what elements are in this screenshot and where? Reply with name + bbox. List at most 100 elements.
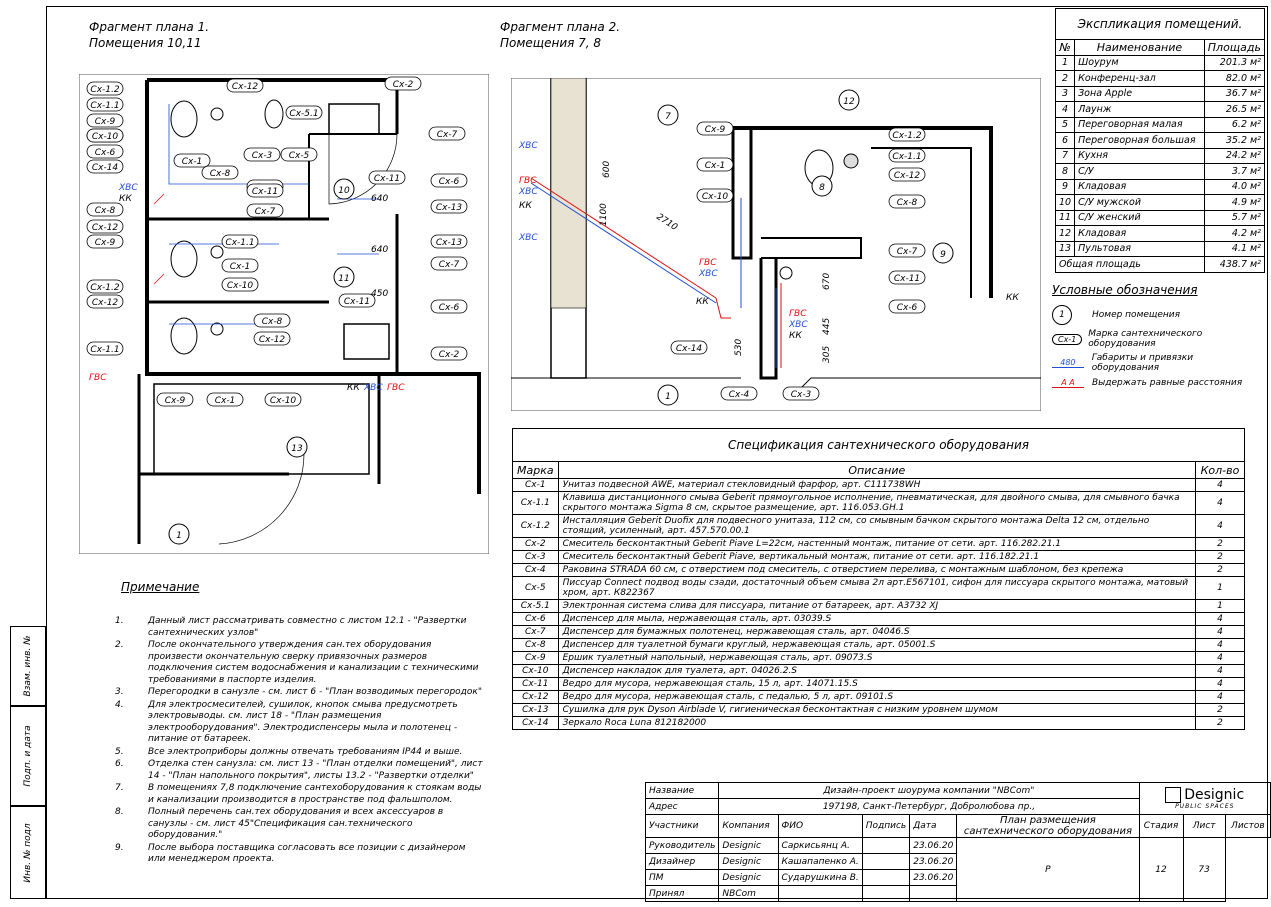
plan1-room-numbers: 10 11 13 1 <box>168 178 355 545</box>
svg-text:Сх-5: Сх-5 <box>289 151 310 161</box>
equipment-tag: Сх-11 <box>368 170 406 185</box>
equipment-tag: Сх-8 <box>201 165 239 180</box>
sheet-number: 12 <box>1138 837 1184 902</box>
svg-text:Сх-1.1: Сх-1.1 <box>90 345 119 355</box>
plan-fragment-2: ХВС ГВС ХВС КК ХВС ГВС ХВС КК ГВС ХВС КК… <box>511 78 1041 411</box>
equipment-tag: Сх-7 <box>430 256 468 271</box>
equipment-tag: Сх-11 <box>246 183 284 198</box>
svg-text:Сх-9: Сх-9 <box>165 396 186 406</box>
svg-text:Сх-6: Сх-6 <box>439 303 460 313</box>
svg-text:Сх-8: Сх-8 <box>95 206 116 216</box>
equipment-tag: Сх-10 <box>696 188 734 203</box>
equipment-tag: Сх-14 <box>670 340 708 355</box>
svg-text:Сх-2: Сх-2 <box>393 80 414 90</box>
dimension-label: 600 <box>602 161 612 178</box>
legend-dim-symbol: 480 <box>1052 358 1084 368</box>
utility-label: ХВС <box>118 183 138 193</box>
svg-text:Сх-14: Сх-14 <box>676 344 703 354</box>
svg-text:Сх-9: Сх-9 <box>95 238 116 248</box>
room-number: 1 <box>176 531 182 541</box>
svg-text:Сх-1.1: Сх-1.1 <box>90 101 119 111</box>
legend-room-text: Номер помещения <box>1092 310 1181 320</box>
equipment-tag: Сх-4 <box>720 386 758 401</box>
equipment-tag: Сх-3 <box>782 386 820 401</box>
svg-text:Сх-9: Сх-9 <box>95 117 116 127</box>
svg-text:Сх-14: Сх-14 <box>92 163 119 173</box>
svg-text:Сх-7: Сх-7 <box>897 247 918 257</box>
equipment-tag: Сх-1 <box>206 392 244 407</box>
room-number: 8 <box>819 183 825 193</box>
svg-text:Сх-1.2: Сх-1.2 <box>90 283 119 293</box>
notes: Примечание 1.Данный лист рассматривать с… <box>115 580 485 867</box>
svg-text:ГВС: ГВС <box>789 309 807 319</box>
equipment-tag: Сх-9 <box>86 234 124 249</box>
equipment-tag: Сх-1.2 <box>86 279 124 294</box>
equipment-tag: Сх-1.1 <box>888 148 926 163</box>
fragment-1-title: Фрагмент плана 1. Помещения 10,11 <box>89 20 210 50</box>
room-number: 13 <box>291 444 303 454</box>
equipment-tag: Сх-1.2 <box>888 127 926 142</box>
svg-text:Сх-6: Сх-6 <box>897 303 918 313</box>
equipment-tag: Сх-5 <box>280 147 318 162</box>
equipment-tag: Сх-1 <box>173 153 211 168</box>
equipment-tag: Сх-12 <box>253 331 291 346</box>
sheets-total: 73 <box>1182 837 1226 902</box>
equipment-tag: Сх-13 <box>430 199 468 214</box>
svg-text:Сх-11: Сх-11 <box>894 274 920 284</box>
equipment-tag: Сх-12 <box>86 294 124 309</box>
svg-text:Сх-1: Сх-1 <box>215 396 236 406</box>
column-header: Марка <box>512 461 559 479</box>
svg-text:Сх-12: Сх-12 <box>92 223 119 233</box>
spec-title: Спецификация сантехнического оборудовани… <box>512 428 1245 462</box>
note-item: 7.В помещениях 7,8 подключение сантехобо… <box>115 783 482 805</box>
equipment-tag: Сх-8 <box>86 202 124 217</box>
svg-text:ГВС: ГВС <box>699 258 717 268</box>
svg-text:Сх-8: Сх-8 <box>262 317 283 327</box>
svg-text:Сх-5.1: Сх-5.1 <box>289 109 318 119</box>
legend-mark-symbol: Сх-1 <box>1052 333 1083 345</box>
equipment-tag: Сх-10 <box>221 277 259 292</box>
dimension-label: 305 <box>822 346 832 363</box>
project-address: 197198, Санкт-Петербург, Добролюбова пр.… <box>718 798 1140 815</box>
equipment-tag: Сх-14 <box>86 159 124 174</box>
svg-text:Сх-11: Сх-11 <box>374 174 400 184</box>
svg-text:Сх-10: Сх-10 <box>227 281 254 291</box>
title-block: Название Дизайн-проект шоурума компании … <box>644 782 1271 902</box>
notes-title: Примечание <box>121 580 200 594</box>
svg-text:Сх-6: Сх-6 <box>95 148 116 158</box>
dimension-label: 1100 <box>599 203 609 226</box>
plan1-equipment-tags: Сх-1.2Сх-1.1Сх-9Сх-5Сх-10Сх-6Сх-14Сх-8Сх… <box>86 76 468 407</box>
explication-title: Экспликация помещений. <box>1055 8 1265 40</box>
equipment-tag: Сх-9 <box>86 113 124 128</box>
equipment-tag: Сх-9 <box>156 392 194 407</box>
equipment-tag: Сх-12 <box>226 78 264 93</box>
room-number: 11 <box>338 274 349 284</box>
brand-logo: Designic PUBLIC SPACES <box>1138 782 1271 815</box>
note-item: 1.Данный лист рассматривать совместно с … <box>115 616 467 638</box>
plan2-equipment-tags: Сх-9Сх-1Сх-10Сх-1.2Сх-1.1Сх-12Сх-8Сх-7Сх… <box>670 121 926 401</box>
svg-text:КК: КК <box>1006 293 1019 303</box>
plan2-room-numbers: 7 12 8 9 1 <box>657 89 954 406</box>
equipment-tag: Сх-1 <box>696 157 734 172</box>
svg-text:Сх-3: Сх-3 <box>791 390 812 400</box>
project-name: Дизайн-проект шоурума компании "NBCom" <box>718 782 1140 799</box>
column-header: Наименование <box>1074 39 1205 56</box>
svg-text:Сх-7: Сх-7 <box>255 207 276 217</box>
utility-label: ГВС <box>89 373 107 383</box>
svg-text:Сх-1.2: Сх-1.2 <box>90 85 119 95</box>
svg-text:ХВС: ХВС <box>518 187 538 197</box>
room-number: 12 <box>843 97 855 107</box>
